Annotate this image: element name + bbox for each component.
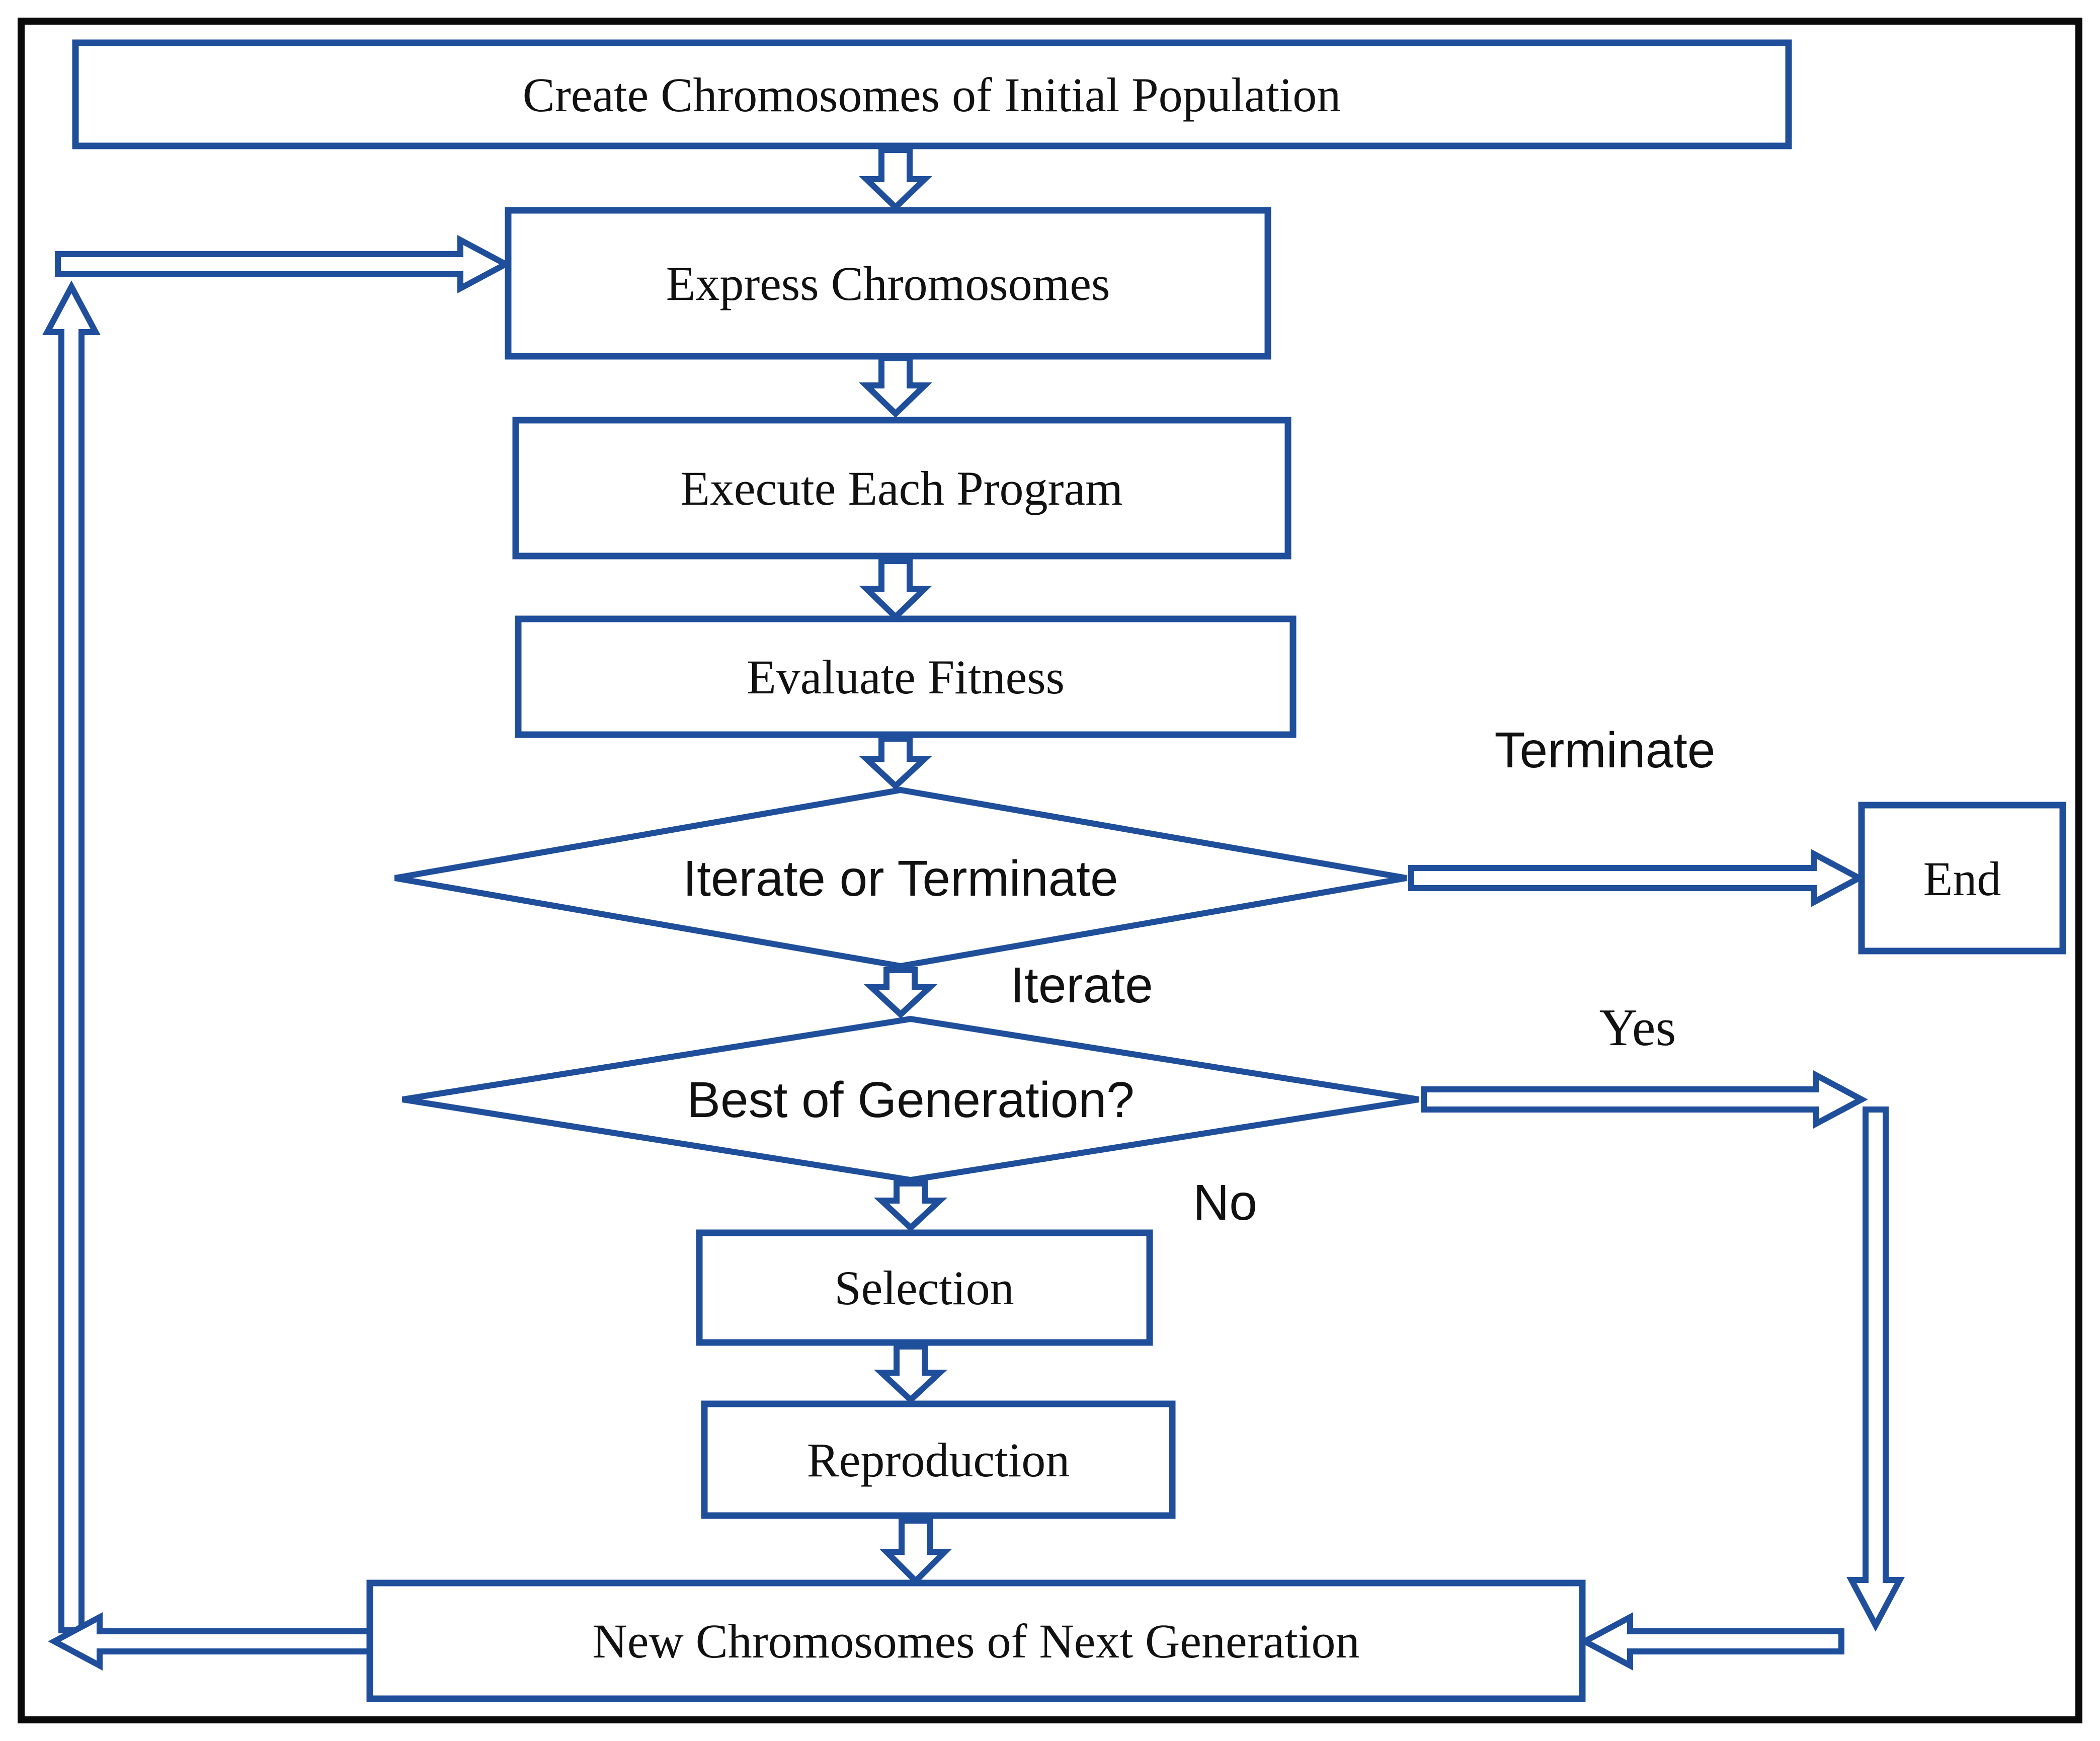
arrow-no-to-selection: [873, 1180, 948, 1232]
node-execute-each-program: Execute Each Program: [512, 417, 1291, 560]
evaluate-box-label: Evaluate Fitness: [747, 650, 1065, 704]
node-selection: Selection: [696, 1229, 1153, 1346]
no-branch-label: No: [1193, 1174, 1257, 1231]
express-box-label: Express Chromosomes: [666, 257, 1110, 310]
decision-best-of-generation: Best of Generation?: [402, 1015, 1419, 1183]
node-evaluate-fitness: Evaluate Fitness: [515, 615, 1297, 738]
node-new-chromosomes: New Chromosomes of Next Generation: [366, 1579, 1586, 1702]
create-box-label: Create Chromosomes of Initial Population: [523, 68, 1341, 122]
loop-left-vertical-up-arrow: [42, 280, 101, 1633]
arrow-selection-to-reproduction: [873, 1343, 948, 1404]
yes-branch-vertical-down-arrow: [1846, 1106, 1905, 1632]
terminate-branch-arrow: [1408, 849, 1866, 907]
execute-box-label: Execute Each Program: [680, 461, 1123, 515]
iterate-branch-label: Iterate: [1010, 957, 1153, 1013]
loop-arrow-into-express: [55, 235, 512, 293]
selection-box-label: Selection: [834, 1261, 1014, 1315]
decision-iterate-or-terminate: Iterate or Terminate: [394, 786, 1407, 970]
arrow-create-to-express: [859, 147, 932, 212]
node-reproduction: Reproduction: [701, 1400, 1176, 1519]
arrow-iterate-to-best-decision: [863, 967, 938, 1019]
create-box: [72, 39, 1792, 149]
loop-arrow-from-new-chromosomes: [48, 1612, 375, 1671]
yes-branch-horizontal-arrow: [1421, 1070, 1868, 1129]
new-chromosomes-box-label: New Chromosomes of Next Generation: [593, 1614, 1360, 1668]
diagram-frame: [18, 18, 2082, 1723]
arrow-execute-to-evaluate: [859, 558, 932, 621]
evaluate-box: [515, 615, 1297, 738]
selection-box: [696, 1229, 1153, 1346]
iterate-terminate-diamond: [394, 786, 1407, 970]
new-chromosomes-box: [366, 1579, 1586, 1702]
arrow-express-to-execute: [859, 355, 932, 418]
terminate-branch-label: Terminate: [1494, 722, 1715, 778]
yes-branch-label: Yes: [1599, 998, 1676, 1057]
node-create-initial-population: Create Chromosomes of Initial Population: [72, 39, 1792, 149]
end-box-label: End: [1923, 852, 2001, 906]
reproduction-box-label: Reproduction: [807, 1433, 1070, 1487]
yes-branch-arrow-into-new-chromosomes: [1578, 1612, 1844, 1671]
best-generation-diamond-label: Best of Generation?: [687, 1072, 1134, 1128]
node-express-chromosomes: Express Chromosomes: [505, 207, 1271, 360]
express-box: [505, 207, 1271, 360]
end-box: [1858, 802, 2066, 955]
arrow-evaluate-to-decision: [858, 736, 933, 790]
node-end: End: [1858, 802, 2066, 955]
execute-box: [512, 417, 1291, 560]
best-generation-diamond: [402, 1015, 1419, 1183]
arrow-reproduction-to-new-chromosomes: [879, 1518, 952, 1586]
reproduction-box: [701, 1400, 1176, 1519]
iterate-terminate-diamond-label: Iterate or Terminate: [683, 850, 1118, 907]
